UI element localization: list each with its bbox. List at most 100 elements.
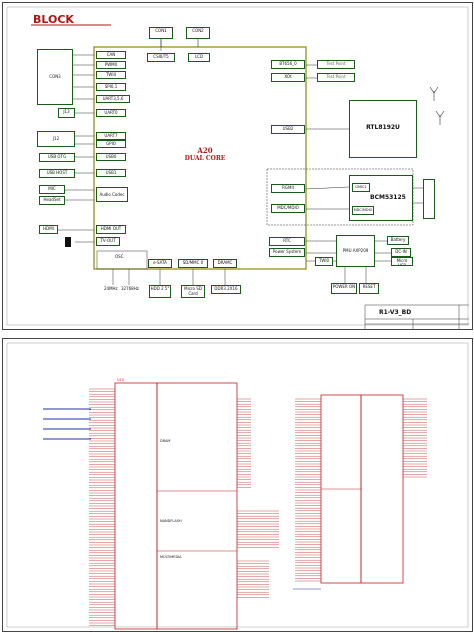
port-uart7-label: UART7: [104, 133, 118, 138]
test-point-2-label: Test Point: [326, 74, 346, 79]
hdmi-out-label: HDMI OUT: [100, 226, 122, 231]
con3-label: CON3: [49, 74, 61, 79]
ddr-label: DDR3 2X16: [214, 286, 238, 291]
port-spi-label: SPI0,1: [104, 84, 118, 89]
mic-label: MIC: [48, 186, 56, 191]
port-uart0: UART0: [96, 109, 126, 117]
con2-box: CON2: [186, 27, 210, 39]
test-point-2: Test Point: [317, 73, 355, 82]
usb-otg-box: USB OTG: [39, 153, 75, 162]
reset-button: RESET: [359, 283, 379, 294]
phy-label: BCM53125: [370, 194, 406, 201]
hdd-label: HDD 2.5": [150, 286, 170, 291]
microsd-label: Micro SD Card: [184, 286, 202, 296]
ddr-box: DDR3 2X16: [211, 285, 241, 294]
battery-box: Battery: [387, 236, 409, 245]
port-uart356: UART3,5,6: [96, 95, 130, 103]
usb-host-box: USB HOST: [39, 169, 75, 178]
port-usb0: USB0: [96, 153, 126, 161]
hdmi-out-port: HDMI OUT: [96, 225, 126, 234]
osc-label: OSC: [115, 254, 124, 259]
port-dram-label: DRAMC: [217, 260, 233, 265]
j12-box: J12: [37, 131, 75, 147]
dcin-box: DC-IN: [391, 248, 411, 257]
port-bt656: BT656_0: [271, 60, 305, 69]
chip-ref: U10: [117, 378, 125, 382]
rj45-connector: [423, 179, 435, 219]
phy-port-gmic: GMIC1: [352, 183, 370, 192]
con2-label: CON2: [192, 28, 204, 33]
battery-label: Battery: [390, 237, 406, 242]
mic-box: MIC: [39, 185, 65, 194]
port-rgmii-label: RGMII: [282, 185, 294, 190]
port-usb2: USB2: [271, 125, 305, 134]
port-bt656-label: BT656_0: [279, 61, 297, 66]
port-can: CAN: [96, 51, 126, 59]
j13-label: J13: [63, 109, 70, 114]
port-spi: SPI0,1: [96, 83, 126, 91]
port-rtc: RTC: [269, 237, 305, 246]
port-twi4: TWI4: [96, 71, 126, 79]
schematic-sheet: U10 DRAM NANDFLASH MULTIMEDIA: [2, 338, 473, 632]
block-multimedia: MULTIMEDIA: [160, 555, 182, 559]
wifi-module: RTL8192U: [349, 100, 417, 158]
hdmi-box: HDMI: [39, 225, 58, 234]
port-xot: XOt: [271, 73, 305, 82]
osc-32khz: 32768Hz: [121, 286, 139, 291]
micro-usb-label: Micro USB: [396, 258, 408, 266]
port-pwm0-label: PWM0: [104, 62, 118, 67]
cpu-name: A20: [197, 146, 213, 155]
con3-box: CON3: [37, 49, 73, 105]
port-uart356-label: UART3,5,6: [102, 96, 124, 101]
port-sdmmc-label: SD/MMC 0: [182, 260, 204, 265]
headset-label: HeadSet: [43, 197, 61, 202]
pmu-chip: PMU AXP209: [336, 235, 375, 267]
port-rgmii: RGMII: [271, 184, 305, 193]
phy-chip: GMIC1 MDC/MDIO BCM53125: [349, 175, 413, 221]
power-on-button: POWER ON: [331, 283, 357, 294]
phy-port-mdc: MDC/MDIO: [352, 206, 374, 215]
port-mdc-label: MDC/MDIO: [277, 205, 299, 210]
port-sdmmc: SD/MMC 0: [178, 259, 208, 268]
j13-box: J13: [58, 108, 75, 118]
port-usb2-label: USB2: [282, 126, 294, 131]
pmu-label: PMU AXP209: [342, 248, 369, 253]
port-mdc: MDC/MDIO: [271, 204, 305, 213]
test-point-1: Test Point: [317, 60, 355, 69]
port-uart7: UART7: [96, 132, 126, 140]
audio-codec-label: Audio Codec: [99, 192, 125, 197]
port-dram: DRAMC: [213, 259, 237, 268]
port-usb0-label: USB0: [105, 154, 117, 159]
port-xot-label: XOt: [284, 74, 292, 79]
port-uart0-label: UART0: [104, 110, 118, 115]
block-diagram-sheet: BLOCK: [2, 2, 473, 330]
pin-wires-left: [89, 388, 115, 626]
schematic-wiring: [6, 342, 469, 630]
microsd-box: Micro SD Card: [181, 285, 205, 298]
power-on-label: POWER ON: [332, 284, 356, 289]
hdd-box: HDD 2.5": [149, 285, 171, 298]
reset-label: RESET: [362, 284, 376, 289]
port-usb1: USB1: [96, 169, 126, 177]
pin-wires-right: [295, 398, 321, 582]
port-power-label: Power System: [272, 249, 302, 254]
wifi-label: RTL8192U: [366, 124, 400, 131]
lcd-label: LCD: [194, 54, 204, 59]
tv-out-port: TV-OUT: [96, 237, 120, 246]
project-name: R1-V3_BD: [379, 309, 412, 316]
lcd-port: LCD: [188, 53, 210, 62]
tv-out-label: TV-OUT: [100, 238, 116, 243]
con1-label: CON1: [155, 28, 167, 33]
pin-wires-mid: [237, 398, 279, 598]
block-nand: NANDFLASH: [160, 519, 182, 523]
port-gpio-label: GPIO: [106, 141, 116, 146]
diagram-title: BLOCK: [33, 13, 74, 26]
port-power-system: Power System: [269, 248, 305, 257]
pin-wires-far: [403, 398, 427, 478]
port-pwm0: PWM0: [96, 61, 126, 69]
port-twi4-label: TWI4: [105, 72, 117, 77]
port-can-label: CAN: [106, 52, 116, 57]
cpu-subtitle: DUAL CORE: [184, 155, 226, 162]
port-usb1-label: USB1: [105, 170, 117, 175]
osc-24mhz: 24MHz: [104, 286, 118, 291]
